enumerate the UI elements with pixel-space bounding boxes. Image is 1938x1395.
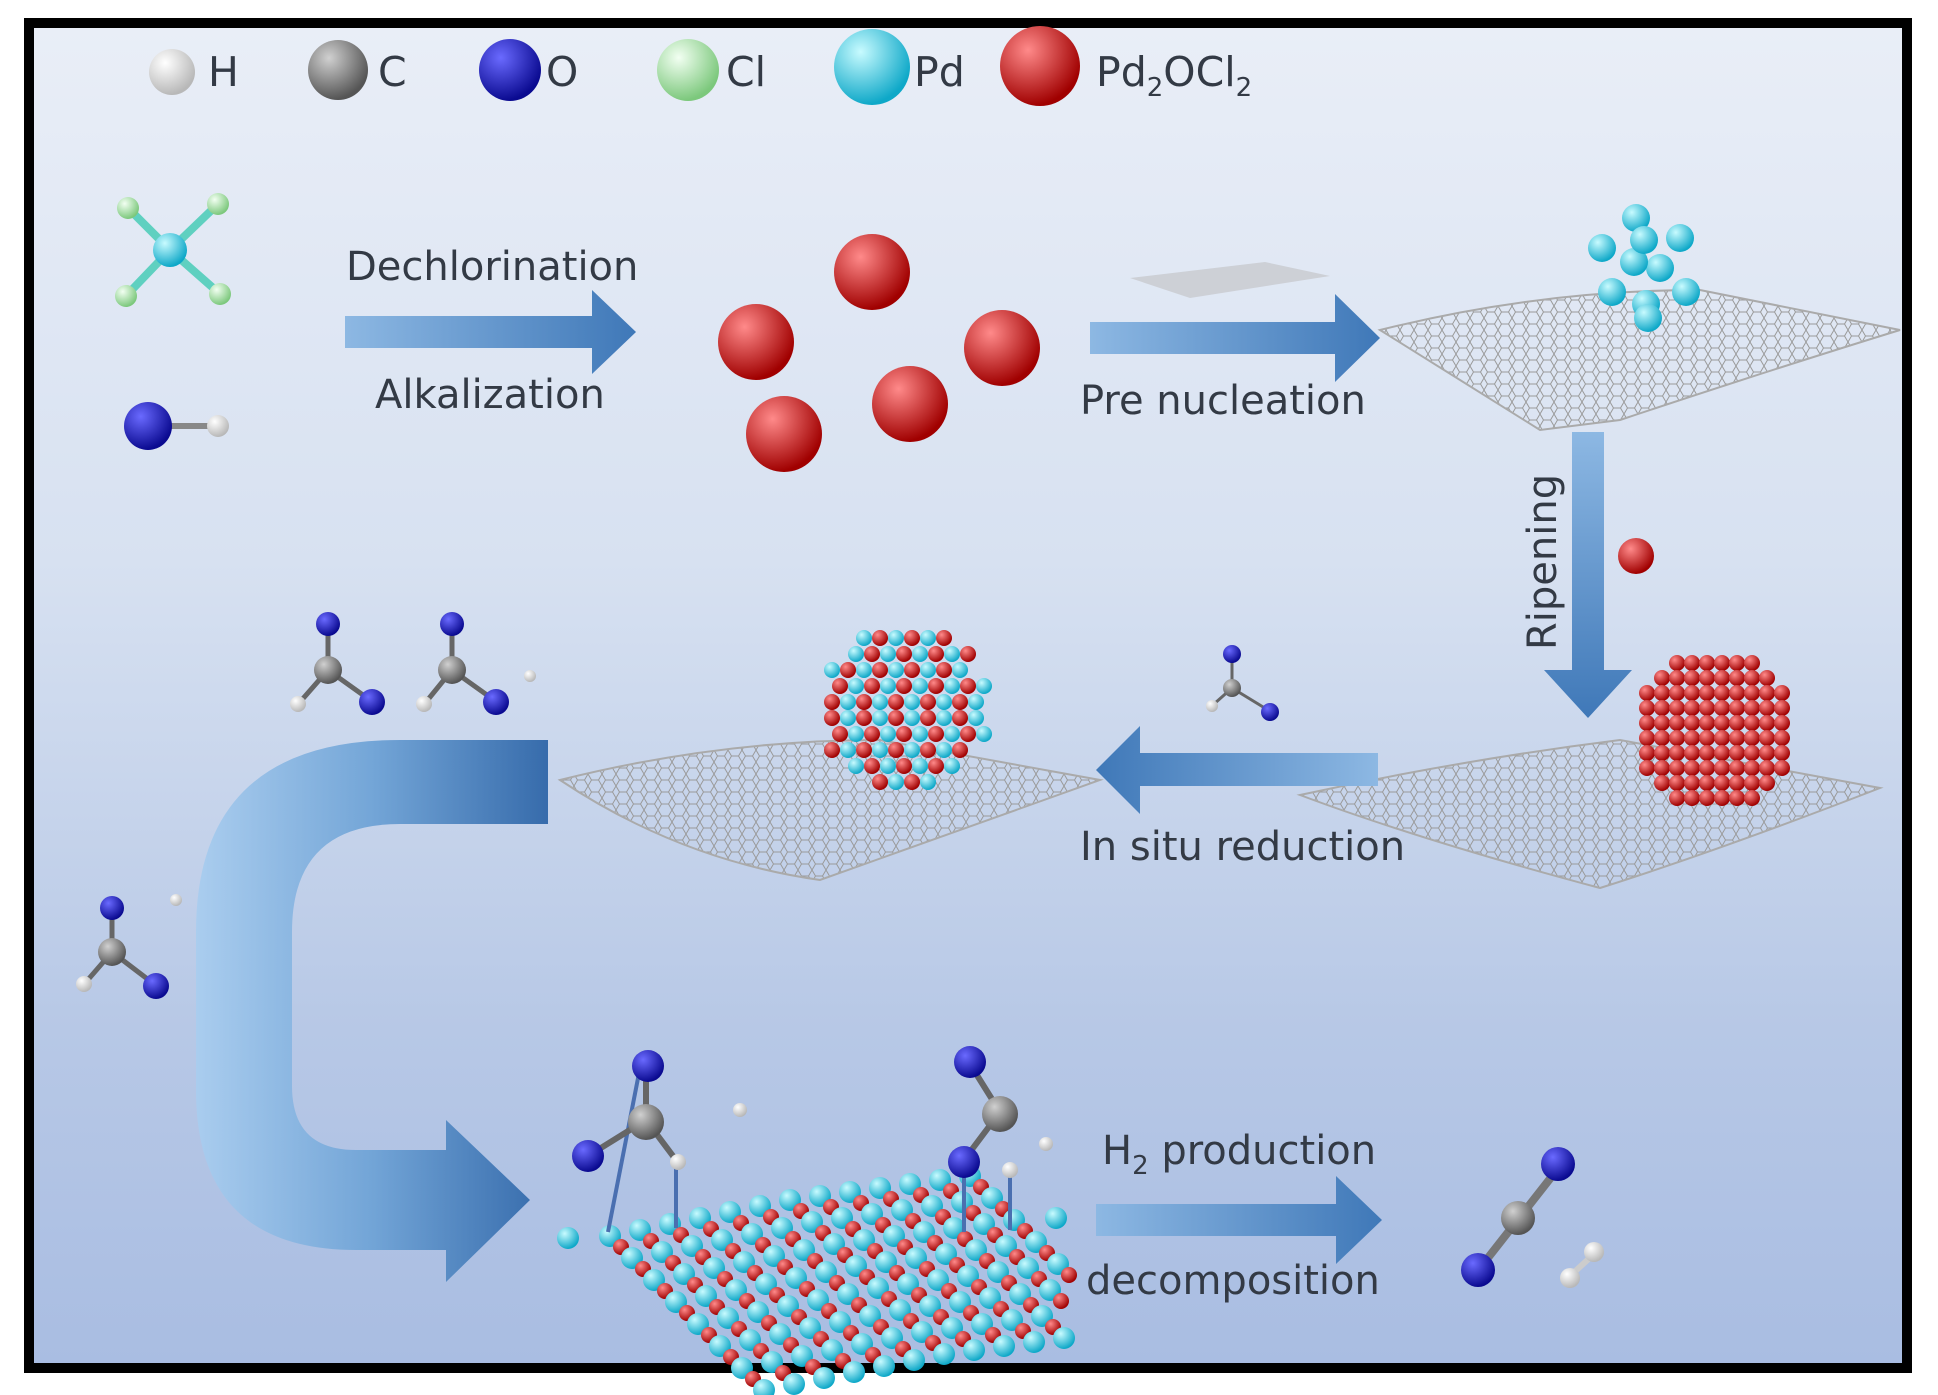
legend-item-pd: Pd [834, 29, 965, 105]
legend-item-o: O [479, 39, 578, 101]
legend-label-pd: Pd [914, 48, 965, 96]
hydrogen-atom-icon [149, 49, 195, 95]
legend-item-cl: Cl [657, 39, 766, 101]
formate-molecule-1 [290, 612, 385, 715]
oxygen-atom-icon [479, 39, 541, 101]
carbon-atom-icon [308, 40, 368, 100]
chlorine-atom-icon [657, 39, 719, 101]
h2-production-arrow: H2 production decomposition [1086, 1128, 1382, 1304]
palladium-atom-icon [834, 29, 910, 105]
curved-arrow [196, 740, 548, 1282]
small-sheet [1130, 262, 1330, 298]
legend-label-cl: Cl [726, 48, 766, 96]
legend-label-o: O [546, 48, 578, 96]
legend-item-pd2ocl2: Pd2OCl2 [1000, 26, 1252, 106]
legend-item-h: H [149, 48, 239, 96]
pre-nucleation-arrow: Pre nucleation [1080, 294, 1380, 424]
pdcl4-molecule [115, 193, 231, 307]
decomposition-label: decomposition [1086, 1258, 1380, 1304]
formate-molecule-3 [76, 894, 182, 999]
pre-nucleation-label: Pre nucleation [1080, 378, 1366, 424]
legend-label-pd2ocl2: Pd2OCl2 [1096, 48, 1252, 103]
graphene-sheet-3 [557, 738, 1104, 882]
legend: H C O Cl Pd Pd2OCl2 [149, 26, 1252, 106]
pd-cluster [1588, 204, 1700, 332]
graphene-sheet-1 [1377, 288, 1901, 432]
h2-molecule [1560, 1242, 1604, 1288]
legend-label-h: H [208, 48, 239, 96]
pd2ocl2-particle [1618, 538, 1654, 574]
alkalization-label: Alkalization [375, 372, 605, 418]
adsorbed-formate-2 [948, 1046, 1053, 1232]
in-situ-reduction-label: In situ reduction [1080, 824, 1405, 870]
adsorbed-formate-1 [572, 1050, 747, 1233]
pd2ocl2-particle-icon [1000, 26, 1080, 106]
formate-molecule-2 [416, 612, 536, 715]
in-situ-reduction-arrow: In situ reduction [1080, 726, 1405, 870]
dechlorination-arrow: Dechlorination Alkalization [345, 244, 638, 418]
ripening-label: Ripening [1520, 474, 1566, 650]
legend-label-c: C [378, 48, 407, 96]
pd2ocl2-cluster [1639, 655, 1790, 806]
legend-item-c: C [308, 40, 407, 100]
ripening-arrow: Ripening [1520, 432, 1654, 718]
co2-molecule [1461, 1147, 1575, 1287]
h2-production-label: H2 production [1102, 1128, 1376, 1181]
pd-pd2ocl2-cluster [824, 630, 992, 790]
formate-molecule-small [1206, 645, 1279, 721]
dechlorination-label: Dechlorination [346, 244, 638, 290]
hydroxide-molecule [124, 402, 229, 450]
pd-surface-lattice [557, 1165, 1077, 1395]
pd2ocl2-particles [718, 234, 1040, 472]
